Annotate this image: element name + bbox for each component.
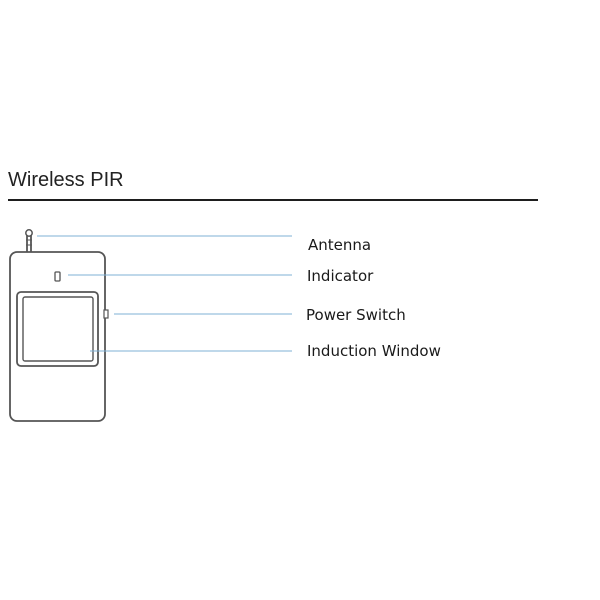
power-switch-label: Power Switch [306, 306, 406, 324]
title-underline [8, 199, 538, 201]
antenna-part [25, 229, 33, 252]
diagram-title: Wireless PIR [8, 169, 124, 191]
induction-window-label: Induction Window [307, 342, 441, 360]
indicator-label: Indicator [307, 267, 374, 285]
antenna-label: Antenna [308, 236, 372, 254]
power-switch [103, 309, 109, 319]
induction-window [16, 291, 99, 367]
indicator-light [54, 271, 61, 282]
